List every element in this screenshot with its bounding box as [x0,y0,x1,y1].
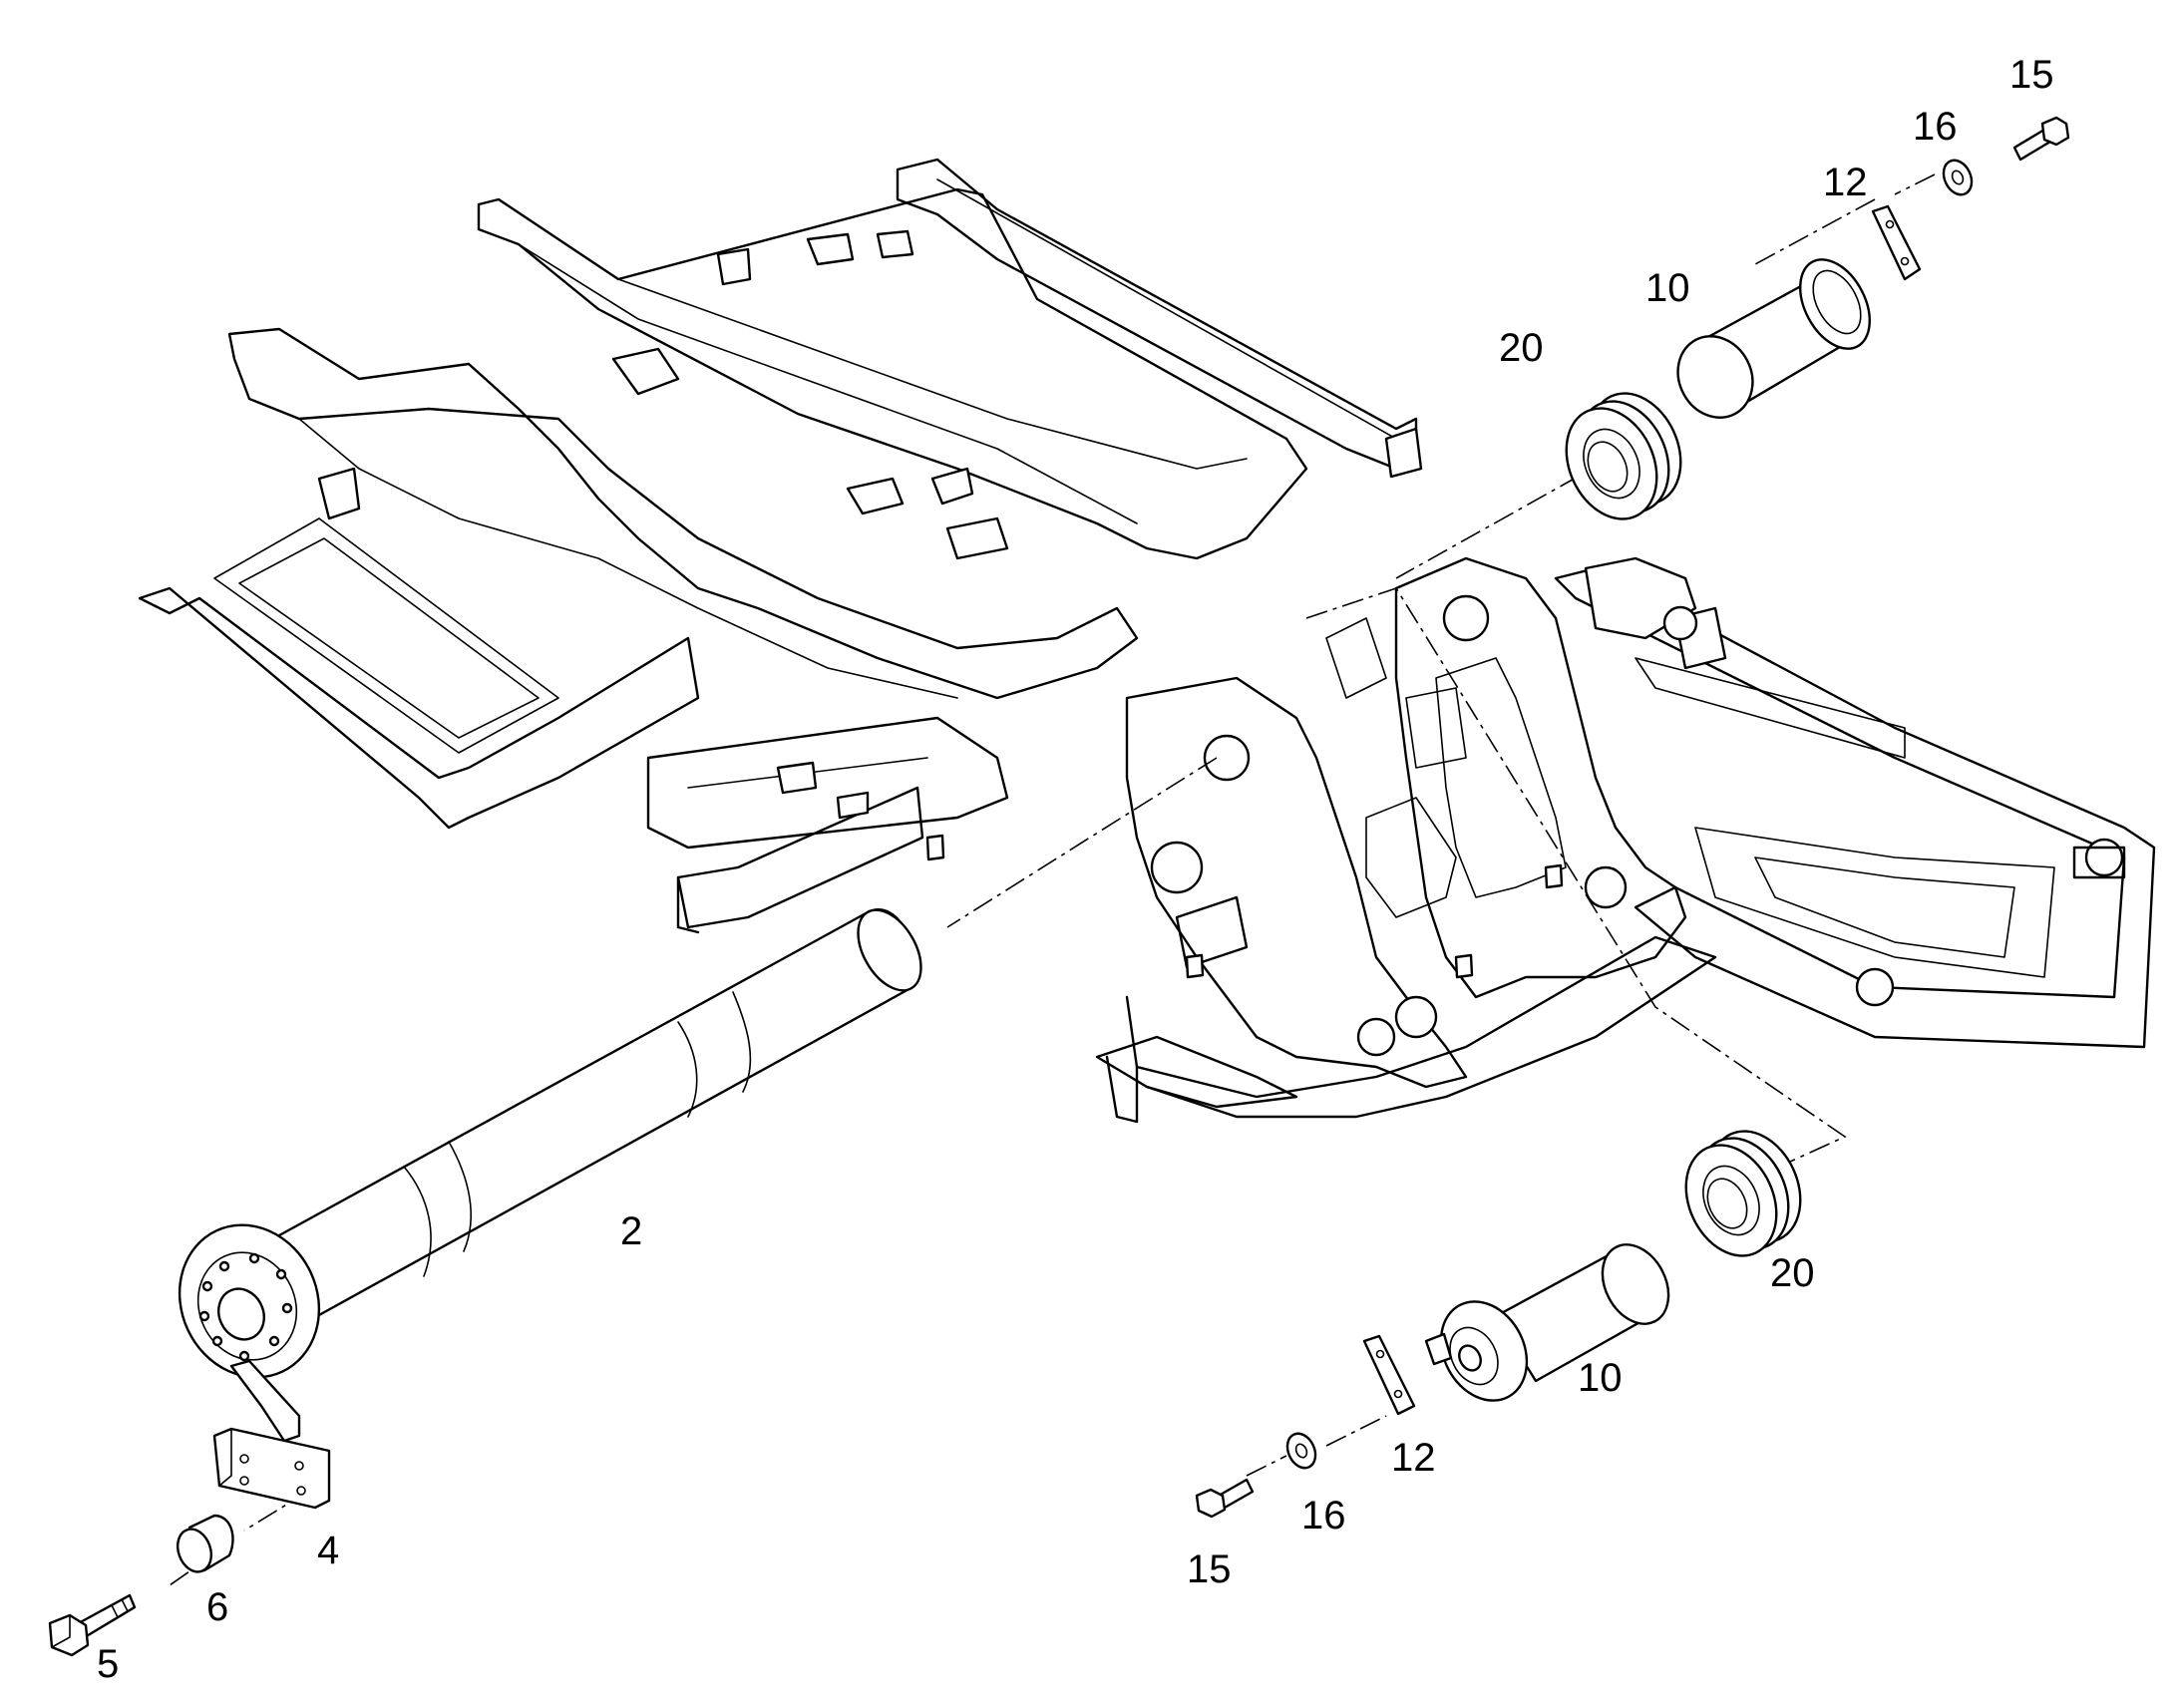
part-15-bolt-bottom [1195,1478,1255,1519]
callout-5: 5 [97,1642,119,1686]
callout-15-top: 15 [2009,53,2054,97]
part-20-bearing-bottom [1684,1130,1802,1257]
part-2-axle-tube [178,908,922,1443]
callout-10-bottom: 10 [1578,1356,1623,1400]
callout-16-bottom: 16 [1301,1494,1346,1537]
assembly-center-lines [169,173,1936,1586]
part-16-washer-bottom [1285,1432,1317,1470]
part-10-pin-bottom [1424,1243,1670,1402]
callout-20-top: 20 [1499,326,1544,370]
callout-15-bottom: 15 [1187,1547,1232,1591]
callout-6: 6 [206,1585,228,1629]
callout-labels: 2 4 5 6 10 10 12 12 15 15 16 16 20 20 [97,53,2054,1686]
callout-12-bottom: 12 [1391,1436,1436,1480]
callout-4: 4 [317,1529,339,1572]
part-20-bearing-top [1565,392,1682,520]
callout-2: 2 [620,1209,642,1253]
part-5-bolt [48,1593,137,1657]
main-frame [138,158,2156,1124]
part-12-lock-plate-top [1871,204,1922,281]
callout-20-bottom: 20 [1770,1251,1815,1295]
callout-10-top: 10 [1645,266,1690,310]
part-4-plate [212,1427,331,1510]
callout-12-top: 12 [1823,161,1868,204]
part-12-lock-plate-bottom [1362,1334,1416,1416]
part-6-bushing [176,1514,234,1573]
callout-16-top: 16 [1913,105,1958,149]
part-16-washer-top [1942,159,1974,196]
part-10-pin-top [1676,258,1871,419]
part-15-bolt-top [2012,116,2070,162]
